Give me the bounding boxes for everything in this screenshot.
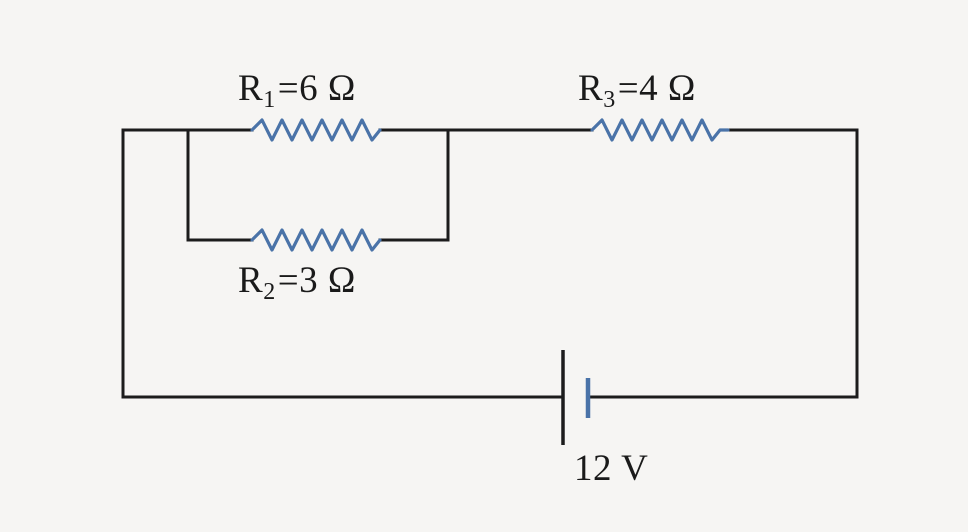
r3-label: R3=4 Ω <box>578 68 696 113</box>
r1-subscript: 1 <box>263 87 276 113</box>
r3-value: 4 <box>639 68 659 109</box>
battery-label: 12 V <box>574 448 649 489</box>
right-outer-wire <box>586 128 859 399</box>
r2-label: R2=3 Ω <box>238 260 356 305</box>
resistor-r2 <box>250 228 382 252</box>
resistor-r3 <box>590 118 730 142</box>
r1-label: R1=6 Ω <box>238 68 356 113</box>
r1-unit: Ω <box>327 68 356 109</box>
r2-unit: Ω <box>327 260 356 301</box>
r3-name: R <box>578 68 604 109</box>
r3-subscript: 3 <box>603 87 616 113</box>
r1-value: 6 <box>299 68 319 109</box>
resistor-r1 <box>250 118 382 142</box>
r1-name: R <box>238 68 264 109</box>
r2-value: 3 <box>299 260 319 301</box>
parallel-right-wire <box>378 128 450 242</box>
left-outer-wire <box>121 128 562 399</box>
r3-unit: Ω <box>667 68 696 109</box>
parallel-left-wire <box>186 128 254 242</box>
r2-subscript: 2 <box>263 279 276 305</box>
r2-name: R <box>238 260 264 301</box>
